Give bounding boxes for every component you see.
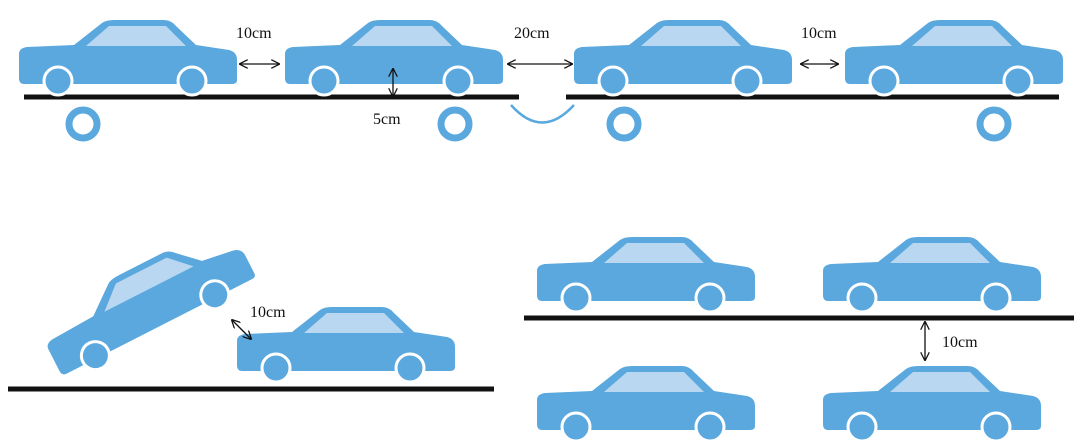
- gap-label-right: 10cm: [801, 25, 837, 42]
- car-1: [17, 18, 239, 97]
- deck-joint-sag: [510, 104, 575, 124]
- car-4: [843, 18, 1065, 97]
- clearance-label: 5cm: [373, 111, 401, 128]
- car-2: [283, 18, 505, 97]
- carrier-wheel-3: [606, 106, 642, 142]
- car-upper-left: [535, 235, 757, 314]
- car-lower-right: [821, 364, 1043, 443]
- gap-label-middle: 20cm: [514, 25, 550, 42]
- carrier-wheel-2: [437, 106, 473, 142]
- car-lower-left: [535, 364, 757, 443]
- car-3: [572, 18, 794, 97]
- gap-label-left: 10cm: [236, 25, 272, 42]
- tilted-cars-scene: 10cm: [8, 218, 494, 392]
- tilted-gap-arrow: [232, 320, 251, 339]
- stacked-carrier: 10cm: [524, 235, 1074, 443]
- car-tilted: [31, 218, 263, 388]
- car-upper-right: [821, 235, 1043, 314]
- stack-gap-label: 10cm: [942, 334, 978, 351]
- tilted-gap-label: 10cm: [250, 304, 286, 321]
- top-carrier: 10cm 20cm 10cm 5cm: [17, 18, 1065, 142]
- carrier-wheel-4: [976, 106, 1012, 142]
- carrier-wheel-1: [65, 106, 101, 142]
